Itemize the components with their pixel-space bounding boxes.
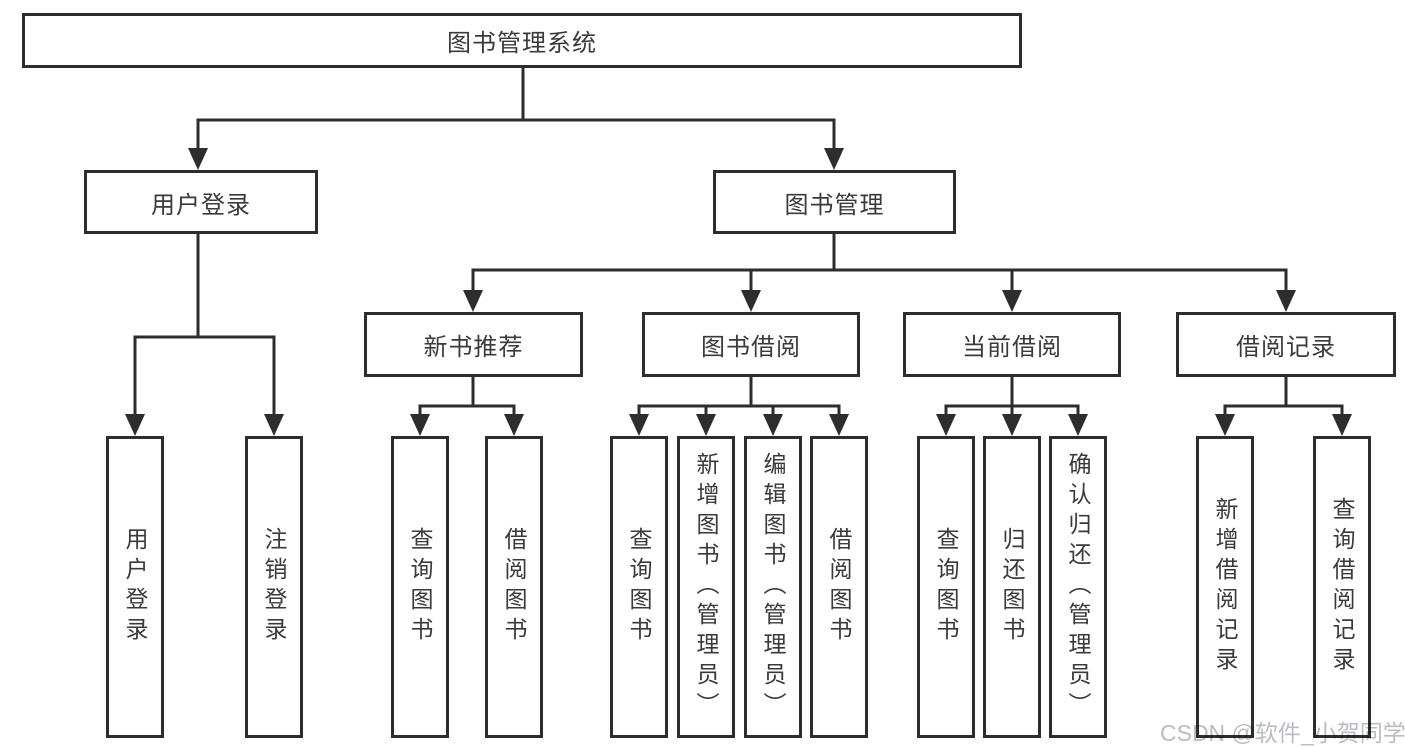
node-library-management-system: 图书管理系统 <box>22 13 1022 68</box>
leaf-edit-book-admin: 编辑图书（管理员） <box>744 436 802 738</box>
leaf-label: 注销登录 <box>261 527 287 647</box>
node-current-borrowing: 当前借阅 <box>903 312 1121 377</box>
node-book-borrowing: 图书借阅 <box>642 312 860 377</box>
tree-edges <box>133 68 1344 415</box>
leaf-add-book-admin: 新增图书（管理员） <box>677 436 735 738</box>
leaf-logout: 注销登录 <box>245 436 303 738</box>
leaf-confirm-return-admin: 确认归还（管理员） <box>1049 436 1107 738</box>
leaf-label: 查询借阅记录 <box>1329 497 1355 677</box>
node-label: 用户登录 <box>151 191 251 219</box>
node-label: 当前借阅 <box>962 334 1062 361</box>
leaf-label: 查询图书 <box>626 527 652 647</box>
leaf-return-books: 归还图书 <box>983 436 1041 738</box>
leaf-label: 新增借阅记录 <box>1212 497 1238 677</box>
node-label: 图书借阅 <box>701 334 801 361</box>
leaf-query-books-current: 查询图书 <box>917 436 975 738</box>
node-book-management: 图书管理 <box>713 170 956 234</box>
leaf-add-borrow-record: 新增借阅记录 <box>1196 436 1254 738</box>
leaf-user-login: 用户登录 <box>106 436 164 738</box>
leaf-query-borrow-record: 查询借阅记录 <box>1313 436 1371 738</box>
node-new-book-recommendation: 新书推荐 <box>364 312 583 377</box>
leaf-borrow-books: 借阅图书 <box>810 436 868 738</box>
leaf-borrow-books-recommend: 借阅图书 <box>485 436 543 738</box>
leaf-label: 查询图书 <box>407 527 433 647</box>
leaf-query-books-recommend: 查询图书 <box>391 436 449 738</box>
leaf-label: 确认归还（管理员） <box>1065 452 1091 722</box>
leaf-label: 归还图书 <box>999 527 1025 647</box>
node-label: 借阅记录 <box>1236 334 1336 361</box>
leaf-label: 用户登录 <box>122 527 148 647</box>
leaf-label: 查询图书 <box>933 527 959 647</box>
leaf-label: 新增图书（管理员） <box>693 452 719 722</box>
node-user-login: 用户登录 <box>84 170 318 234</box>
node-borrowing-records: 借阅记录 <box>1176 312 1396 377</box>
node-label: 图书管理系统 <box>447 30 597 57</box>
leaf-label: 借阅图书 <box>501 527 527 647</box>
arrowhead-icons <box>125 148 1352 436</box>
node-label: 图书管理 <box>784 191 885 219</box>
leaf-label: 借阅图书 <box>826 527 852 647</box>
node-label: 新书推荐 <box>423 334 524 361</box>
csdn-watermark: CSDN @软件_小贺同学 <box>1160 720 1405 746</box>
leaf-label: 编辑图书（管理员） <box>760 452 786 722</box>
leaf-query-books-borrow: 查询图书 <box>610 436 668 738</box>
